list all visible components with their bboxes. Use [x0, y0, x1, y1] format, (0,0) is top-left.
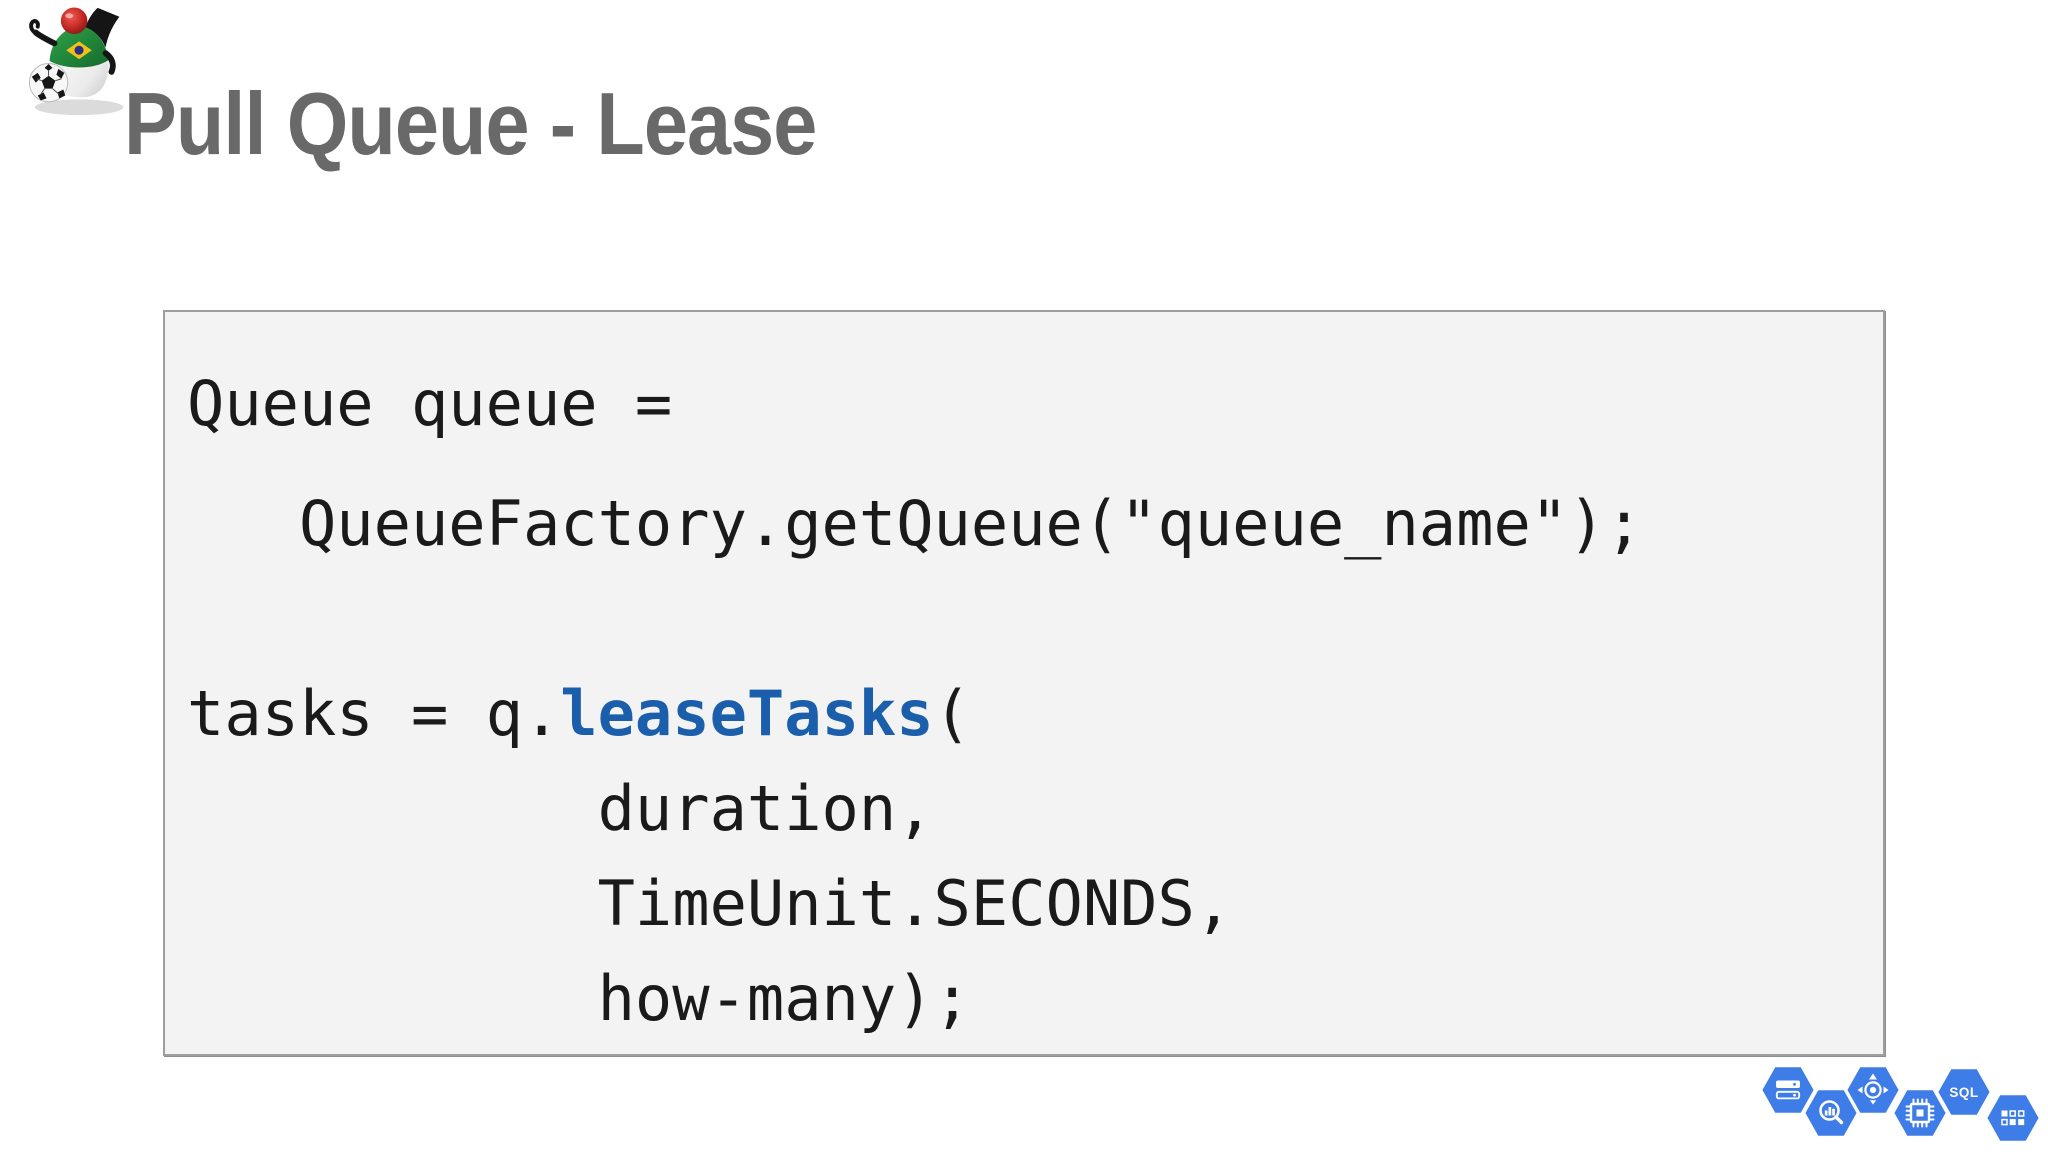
- cloud-datastore-icon: [1984, 1092, 2042, 1144]
- code-text: tasks = q.: [187, 677, 561, 750]
- code-text: how-many);: [187, 962, 971, 1035]
- compute-engine-icon: [1891, 1087, 1949, 1139]
- duke-head-highlight: [65, 13, 74, 19]
- code-text: [187, 582, 224, 655]
- duke-thumb: [29, 19, 40, 35]
- code-line: TimeUnit.SECONDS,: [187, 856, 1875, 951]
- code-text: duration,: [187, 772, 934, 845]
- code-block: Queue queue = QueueFactory.getQueue("que…: [163, 310, 1885, 1056]
- brazil-flag-globe: [74, 45, 84, 55]
- code-keyword: leaseTasks: [560, 677, 934, 750]
- code-text: (: [933, 677, 971, 750]
- code-line: duration,: [187, 761, 1875, 856]
- gcp-product-icons: SQL: [1759, 1064, 2042, 1144]
- code-line: Queue queue =: [187, 356, 1875, 451]
- cloud-sql-label: SQL: [1949, 1085, 1978, 1100]
- code-line: how-many);: [187, 951, 1875, 1046]
- duke-right-arm: [102, 50, 116, 75]
- code-lines: Queue queue = QueueFactory.getQueue("que…: [187, 356, 1875, 1046]
- code-line: QueueFactory.getQueue("queue_name");: [187, 476, 1875, 571]
- cloud-sql-icon: SQL: [1935, 1066, 1993, 1118]
- code-text: Queue queue =: [187, 367, 673, 440]
- logo-shadow: [34, 99, 124, 116]
- code-text: QueueFactory.getQueue("queue_name");: [187, 487, 1643, 560]
- app-engine-icon: [1844, 1064, 1902, 1116]
- code-line: tasks = q.leaseTasks(: [187, 666, 1875, 761]
- code-line: [187, 571, 1875, 666]
- duke-head: [60, 7, 88, 34]
- soccer-ball: [28, 62, 69, 103]
- duke-left-arm: [32, 29, 58, 47]
- slide-title: Pull Queue - Lease: [124, 74, 817, 173]
- code-text: TimeUnit.SECONDS,: [187, 867, 1233, 940]
- java-duke-brazil-mascot-logo: [28, 7, 124, 116]
- cloud-storage-icon: [1759, 1064, 1817, 1116]
